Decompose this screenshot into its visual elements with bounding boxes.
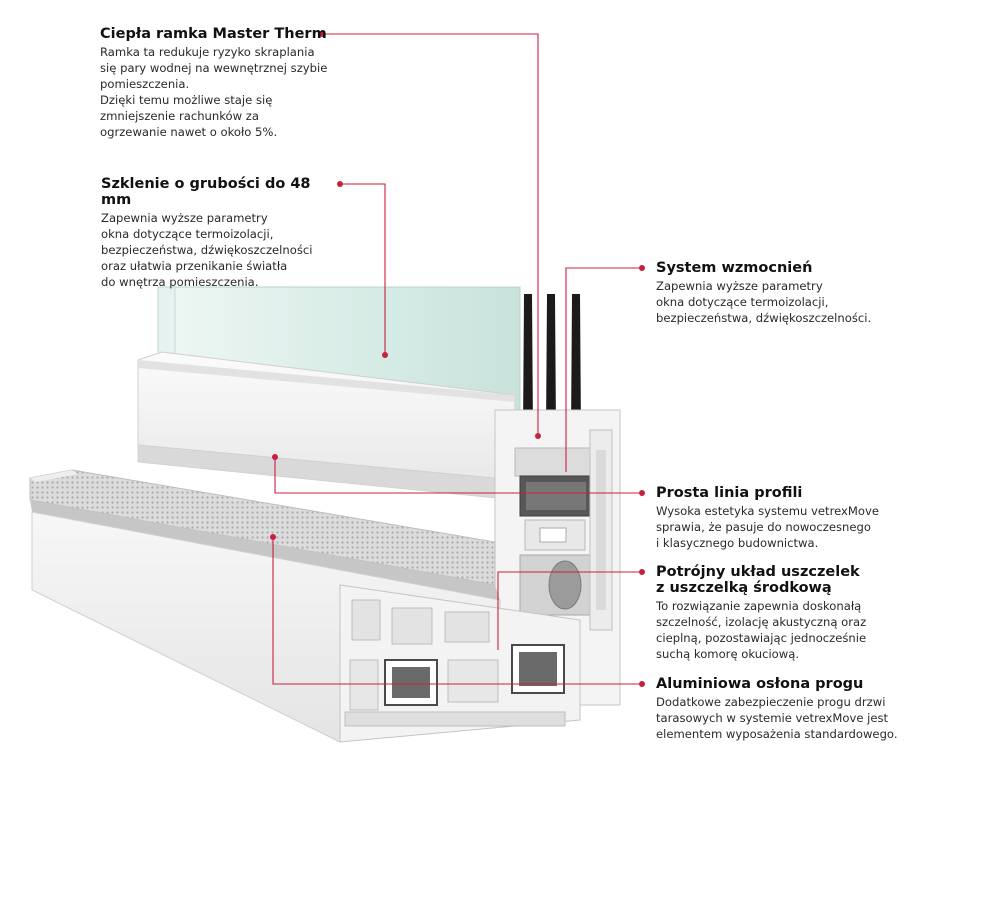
callout-title: Ciepła ramka Master Therm — [100, 26, 327, 42]
callout-title: Potrójny układ uszczelek z uszczelką śro… — [656, 564, 860, 596]
leader-dot-glazing-start — [337, 181, 343, 187]
callout-body: Wysoka estetyka systemu vetrexMove spraw… — [656, 504, 879, 550]
leader-dot-threshold-start — [639, 681, 645, 687]
leader-gaskets — [497, 571, 642, 650]
leader-dot-profile-line-end — [272, 454, 278, 460]
callout-body: Ramka ta redukuje ryzyko skraplania się … — [100, 45, 328, 139]
bottom-frame-chambers — [339, 584, 581, 743]
leader-threshold — [272, 537, 642, 685]
callout-body: Dodatkowe zabezpieczenie progu drzwi tar… — [656, 695, 898, 741]
leader-dot-threshold-end — [270, 534, 276, 540]
leader-dot-profile-line-start — [639, 490, 645, 496]
callout-body: Zapewnia wyższe parametry okna dotyczące… — [656, 279, 872, 325]
callout-profile-line: Prosta linia profili Wysoka estetyka sys… — [656, 485, 936, 551]
leader-reinforcement — [565, 267, 642, 472]
callout-threshold: Aluminiowa osłona progu Dodatkowe zabezp… — [656, 676, 956, 742]
callout-reinforcement: System wzmocnień Zapewnia wyższe paramet… — [656, 260, 936, 326]
leader-dot-master-therm-end — [535, 433, 541, 439]
callout-glazing: Szklenie o grubości do 48 mm Zapewnia wy… — [101, 176, 341, 290]
callout-title: System wzmocnień — [656, 260, 813, 276]
callout-title: Prosta linia profili — [656, 485, 803, 501]
callout-body: Zapewnia wyższe parametry okna dotyczące… — [101, 211, 313, 289]
leader-dot-gaskets-start — [639, 569, 645, 575]
leader-glazing — [340, 183, 386, 355]
leader-dot-master-therm-start — [319, 31, 325, 37]
callout-body: To rozwiązanie zapewnia doskonałą szczel… — [656, 599, 867, 661]
leader-dot-glazing-end — [382, 352, 388, 358]
leader-profile-line — [274, 457, 642, 494]
leader-dot-reinforcement-start — [639, 265, 645, 271]
sash-profile — [137, 351, 516, 501]
callout-gaskets: Potrójny układ uszczelek z uszczelką śro… — [656, 564, 936, 662]
callout-master-therm: Ciepła ramka Master Therm Ramka ta reduk… — [100, 26, 340, 140]
leader-master-therm — [322, 33, 539, 436]
leader-lines — [270, 31, 645, 687]
callout-title: Aluminiowa osłona progu — [656, 676, 864, 692]
callout-title: Szklenie o grubości do 48 mm — [101, 176, 311, 208]
